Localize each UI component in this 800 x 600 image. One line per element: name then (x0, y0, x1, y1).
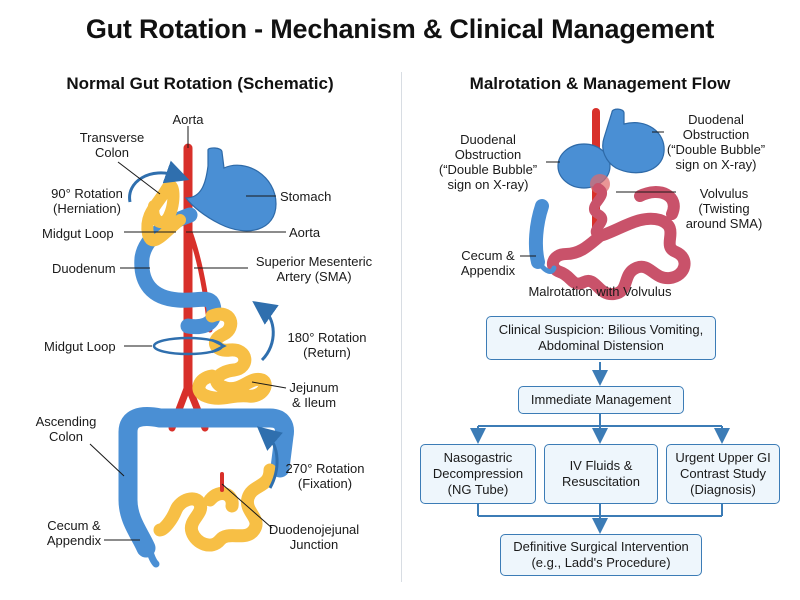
colon-frame (118, 407, 294, 558)
flow-box-iv-fluids: IV Fluids &Resuscitation (544, 444, 658, 504)
left-leader-lines (89, 126, 287, 541)
main-title: Gut Rotation - Mechanism & Clinical Mana… (85, 14, 715, 44)
label-duodenal-obstruction-right: Duodenal Obstruction (“Double Bubble” si… (666, 112, 766, 172)
label-rotation-180: 180° Rotation (Return) (287, 330, 367, 360)
label-duodenal-obstruction-left: Duodenal Obstruction (“Double Bubble” si… (438, 132, 538, 192)
label-midgut-loop-lower: Midgut Loop (44, 339, 116, 354)
label-cecum-appendix-right: Cecum & Appendix (460, 248, 516, 278)
normal-rotation-schematic (89, 126, 294, 568)
malrotation-illustration (520, 108, 691, 301)
label-stomach: Stomach (280, 189, 332, 204)
flow-box-clinical-suspicion: Clinical Suspicion: Bilious Vomiting,Abd… (486, 316, 716, 360)
label-sma: Superior Mesenteric Artery (SMA) (255, 254, 373, 284)
left-panel-title: Normal Gut Rotation (Schematic) (66, 74, 334, 93)
label-rotation-90: 90° Rotation (Herniation) (51, 186, 123, 216)
midgut-ring-arrowhead (211, 338, 227, 354)
label-aorta-top: Aorta (172, 112, 204, 127)
label-ascending-colon: Ascending Colon (35, 414, 97, 444)
rotation-180-arrow (252, 301, 279, 362)
label-cecum-appendix-left: Cecum & Appendix (46, 518, 102, 548)
label-jejunum-ileum: Jejunum & Ileum (289, 380, 339, 410)
rotation-90-arrow (128, 160, 190, 203)
flow-box-surgical-intervention: Definitive Surgical Intervention(e.g., L… (500, 534, 702, 576)
lower-small-bowel-coils (153, 463, 277, 552)
ischemic-bowel-coils (546, 186, 691, 301)
rotation-270-arrow (256, 426, 283, 489)
label-malrotation-caption: Malrotation with Volvulus (528, 284, 672, 299)
right-panel-title: Malrotation & Management Flow (469, 74, 731, 93)
label-rotation-270: 270° Rotation (Fixation) (285, 461, 365, 491)
label-duodenum: Duodenum (52, 261, 116, 276)
misplaced-appendix (537, 261, 557, 274)
label-transverse-colon: Transverse Colon (79, 130, 145, 160)
right-leader-lines (520, 131, 676, 257)
volvulus-twist (589, 183, 608, 241)
panel-divider (401, 72, 402, 582)
label-midgut-loop-upper: Midgut Loop (42, 226, 114, 241)
appendix-shape (142, 536, 160, 568)
flow-box-immediate-management: Immediate Management (518, 386, 684, 414)
misplaced-cecum (528, 199, 549, 269)
upper-midgut-loop (141, 179, 186, 247)
label-duodenojejunal-junction: Duodenojejunal Junction (268, 522, 360, 552)
flow-connectors (470, 362, 730, 534)
label-aorta-mid: Aorta (289, 225, 321, 240)
label-volvulus: Volvulus (Twisting around SMA) (685, 186, 763, 231)
stomach-bubble (602, 108, 665, 174)
stomach-shape (184, 147, 277, 232)
